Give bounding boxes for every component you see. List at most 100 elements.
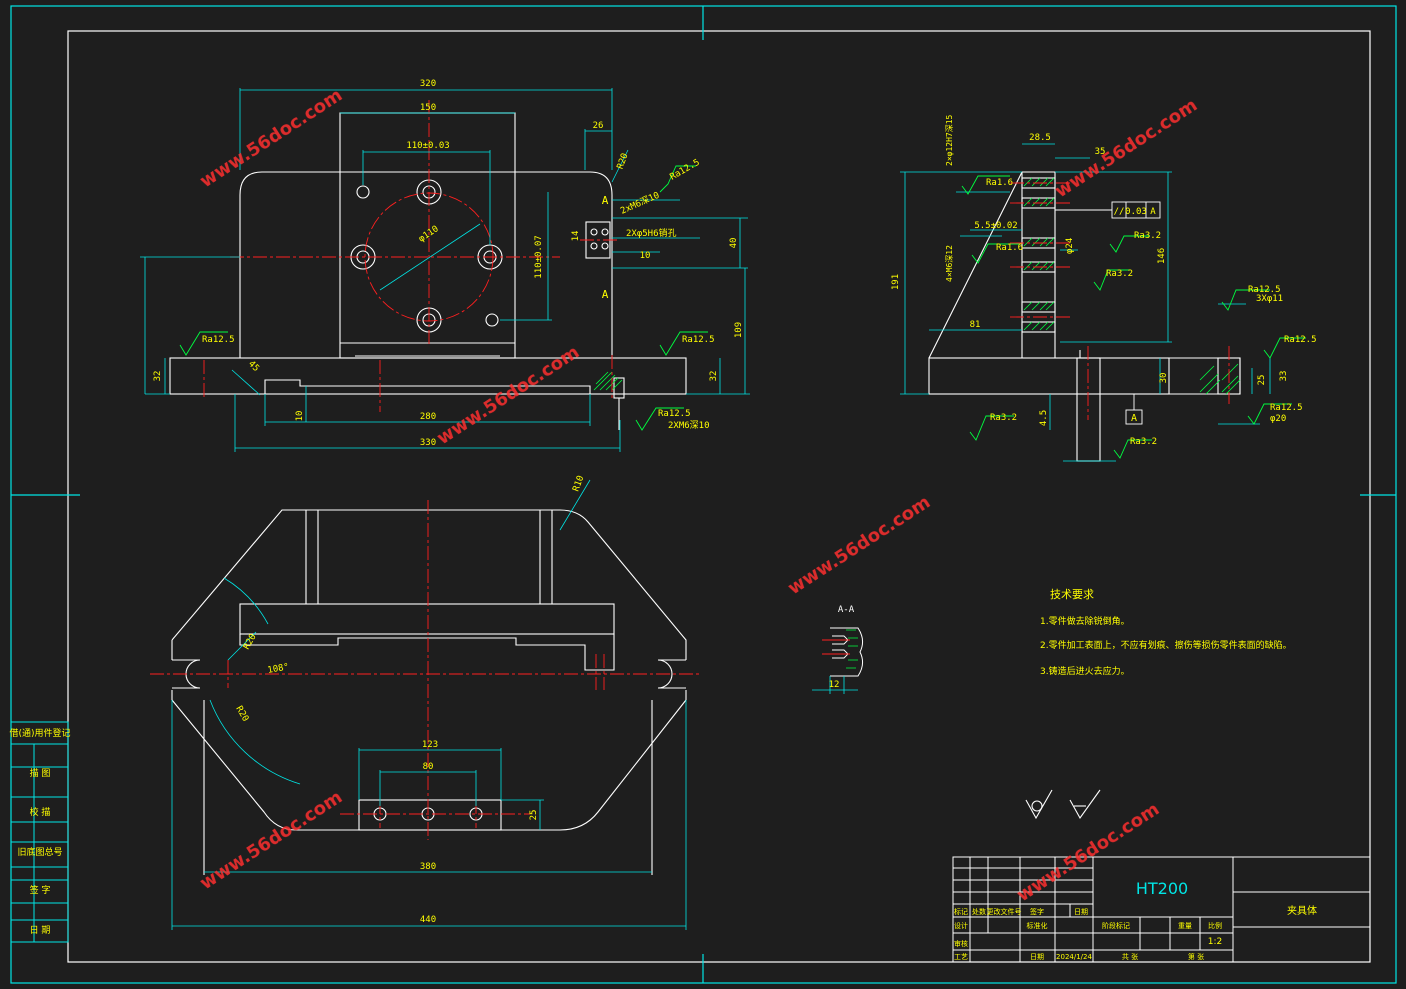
tb-header: 审核 [954,939,968,948]
tolerance-frame: // 0.03 A [1055,201,1161,219]
roughness-label: Ra12.5 [202,335,235,345]
dim-110v: 110±0.07 [534,235,544,278]
top-centerlines [150,500,700,840]
section-mark-a1: A [602,194,609,207]
tb-header: 阶段标记 [1102,921,1130,930]
dim-4-5: 4.5 [1039,410,1049,426]
dim-280: 280 [420,412,436,422]
callout-m6b: 2XM6深10 [668,420,710,431]
dim-440: 440 [420,915,436,925]
dim-35: 35 [1095,147,1106,157]
dim-320: 320 [420,79,436,89]
dim-5-5: 5.5±0.02 [974,221,1017,231]
dim-123: 123 [422,740,438,750]
roughness-symbols [179,165,708,431]
dim-33: 33 [1279,371,1289,382]
notes-item: 1.零件做去除锐倒角。 [1040,615,1130,627]
dim-r20b: R20 [233,705,250,724]
roughness-label: Ra1.6 [996,243,1023,253]
dim-40: 40 [729,238,739,249]
front-dims [140,88,750,452]
title-block [952,856,1371,963]
section-aa-dim: 12 [829,680,840,690]
dim-r20: R20 [242,632,259,651]
roughness-label: Ra12.5 [1284,335,1317,345]
strip-label: 旧底图总号 [17,846,62,858]
side-hatch [1023,177,1241,395]
roughness-label: Ra12.5 [682,335,715,345]
watermark: www.56doc.com [784,492,934,600]
top-dims [171,479,687,930]
tb-header: 共 张 [1122,952,1138,961]
section-aa: A-A 12 [812,605,864,694]
tb-part: 夹具体 [1287,904,1317,917]
roughness-label: Ra1.6 [986,178,1013,188]
strip-label: 校 描 [30,806,51,818]
dim-109: 109 [734,322,744,338]
tb-header: 日期 [1030,953,1044,961]
roughness-symbols [961,175,1306,459]
dim-330: 330 [420,438,436,448]
dim-25: 25 [1257,375,1267,386]
notes-item: 2.零件加工表面上，不应有划痕、擦伤等损伤零件表面的缺陷。 [1040,639,1292,651]
strip-label: 描 图 [30,767,51,779]
tb-header: 标记 [954,907,968,916]
callout-m6: 4×M6深12 [945,245,954,282]
dim-81: 81 [970,320,981,330]
left-strip [10,721,69,943]
tb-date: 2024/1/24 [1056,953,1092,961]
front-centerlines [203,100,618,412]
dim-150: 150 [420,103,436,113]
tb-header: 第 张 [1188,952,1204,961]
roughness-label: Ra3.2 [1134,231,1161,241]
tol-datum: A [1150,207,1156,217]
tb-header: 处数 [972,907,986,916]
dim-110: 110±0.03 [406,141,449,151]
roughness-label: Ra3.2 [1106,269,1133,279]
dim-30: 30 [1159,373,1169,384]
roughness-label: Ra12.5 [1270,403,1303,413]
dim-10a: 10 [640,251,651,261]
tb-header: 日期 [1074,908,1088,916]
tb-header: 比例 [1208,921,1222,930]
datum-label: A [1131,413,1137,424]
dim-146: 146 [1157,248,1167,264]
roughness-label: Ra12.5 [669,158,702,183]
strip-label: 日 期 [30,925,51,936]
dim-25: 25 [529,810,539,821]
datum-marker: A [1125,394,1143,425]
tb-header: 设计 [954,921,968,930]
dim-380: 380 [420,862,436,872]
callout-phi12: 2×φ12H7深15 [945,114,954,166]
strip-label: 借(通)用件登记 [9,727,70,739]
section-aa-label: A-A [838,605,855,615]
side-centerlines [1010,182,1230,420]
tol-symbol: // [1114,207,1125,217]
tb-header: 重量 [1178,922,1192,930]
callout-pin: 2Xφ5H6销孔 [626,227,677,239]
dim-phi20: φ20 [1270,414,1286,424]
strip-label: 签 字 [30,884,51,896]
dim-r20: R20 [616,152,631,171]
tb-scale: 1:2 [1208,937,1222,947]
dim-45: 45 [246,359,261,374]
notes-title: 技术要求 [1050,588,1094,601]
roughness-label: Ra3.2 [990,413,1017,423]
tb-material: HT200 [1136,879,1188,898]
dim-80: 80 [423,762,434,772]
general-roughness-icon [1025,789,1101,820]
roughness-label: Ra12.5 [658,409,691,419]
tb-header: 标准化 [1027,921,1048,930]
sheet-frame [10,5,1397,984]
side-view [928,171,1241,462]
dim-28-5: 28.5 [1029,133,1051,143]
dim-3xphi11: 3Xφ11 [1256,294,1283,304]
tb-header: 工艺 [954,953,968,961]
dim-phi24: φ24 [1065,238,1075,254]
watermark: www.56doc.com [196,787,346,895]
dim-26: 26 [593,121,604,131]
roughness-label: Ra12.5 [1248,285,1281,295]
dim-14: 14 [571,231,581,242]
front-hatch [593,371,623,391]
